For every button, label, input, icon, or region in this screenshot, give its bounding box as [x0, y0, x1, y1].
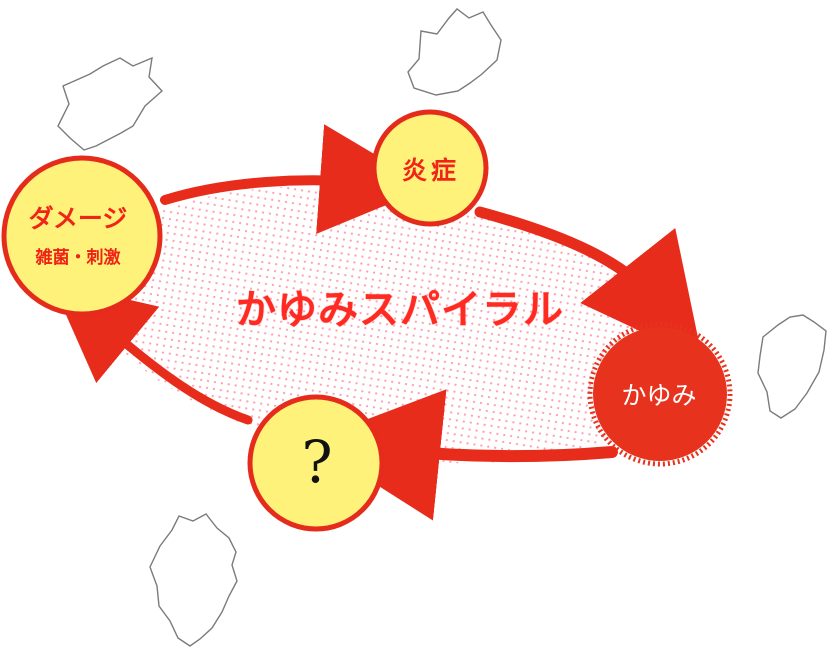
itch-node	[587, 321, 733, 467]
arrow-damage-to-inflammation	[160, 124, 430, 234]
leaf-sketch-icon	[149, 513, 238, 647]
inflammation-label: 炎症	[401, 156, 460, 185]
spiral-background	[92, 186, 678, 464]
arrow-itch-to-unknown	[308, 389, 618, 521]
unknown-node	[247, 394, 385, 532]
leaf-sketch-icon	[757, 314, 827, 419]
arrow-inflammation-to-itch	[474, 206, 703, 361]
arrow-unknown-to-damage	[51, 281, 253, 425]
leaf-sketch-icon	[57, 56, 164, 151]
damage-label: ダメージ	[28, 204, 128, 233]
leaf-sketch-icon	[407, 8, 502, 96]
spiral-title: かゆみスパイラル	[236, 287, 564, 333]
damage-sublabel: 雑菌・刺激	[35, 248, 121, 268]
itch-label: かゆみ	[621, 381, 697, 410]
inflammation-node	[371, 109, 489, 227]
unknown-label: ?	[301, 428, 333, 496]
damage-node	[1, 155, 163, 317]
